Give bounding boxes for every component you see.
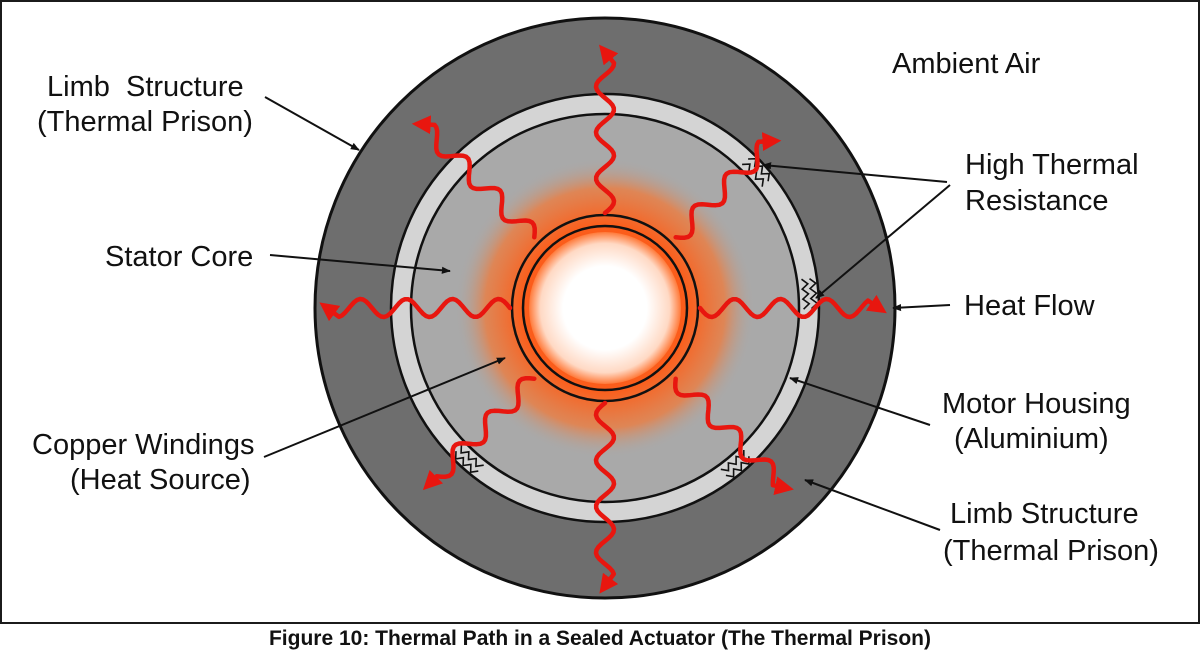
resistance-zigzag-se-1 [725,456,750,478]
heat-flow-arrow-n [593,44,619,216]
resistance-zigzag-sw-0 [460,445,484,468]
copper-windings-core [529,232,681,384]
heat-flow-arrow-nw [411,115,537,240]
label-leaders [263,96,951,531]
label-high-thermal-resistance-line2: Resistance [965,185,1108,217]
limb-structure-top-leader [264,96,360,151]
heat-flow-arrows [319,44,887,594]
high-resistance-leader-upper [762,162,948,183]
label-copper-windings-line1: Copper Windings [32,429,254,461]
label-limb-structure-top-line1: Limb Structure [47,71,244,103]
actuator-cross-section-diagram: Limb Structure (Thermal Prison) Stator C… [32,16,1159,600]
label-limb-structure-bottom-line2: (Thermal Prison) [943,535,1159,567]
resistance-zigzag-sw-1 [454,451,479,474]
heat-flow-leader [892,303,951,312]
diagram-frame: Limb Structure (Thermal Prison) Stator C… [0,0,1200,624]
label-limb-structure-bottom-line1: Limb Structure [950,498,1139,530]
stator-core-leader [269,254,451,274]
winding-inner-ring [521,224,689,392]
heat-flow-arrow-s [593,400,619,594]
heat-flow-arrow-ne [673,132,782,240]
heat-flow-arrow-sw [422,376,537,491]
heat-flow-arrow-w [319,296,513,322]
label-copper-windings-line2: (Heat Source) [70,464,251,496]
label-motor-housing-line1: Motor Housing [942,388,1131,420]
heat-flow-arrow-se [673,376,794,495]
copper-windings-leader [263,357,506,458]
label-heat-flow: Heat Flow [964,290,1096,322]
heat-flow-arrow-e [697,294,887,320]
limb-structure-bottom-leader [804,479,941,531]
label-motor-housing-line2: (Aluminium) [954,423,1109,455]
motor-housing-leader [789,377,931,426]
label-stator-core: Stator Core [105,241,253,273]
label-high-thermal-resistance-line1: High Thermal [965,149,1139,181]
figure-caption: Figure 10: Thermal Path in a Sealed Actu… [268,627,932,650]
high-resistance-leader-lower [815,184,951,299]
resistance-zigzag-e-0 [800,278,811,310]
label-ambient-air: Ambient Air [892,48,1041,80]
label-limb-structure-top-line2: (Thermal Prison) [37,106,253,138]
